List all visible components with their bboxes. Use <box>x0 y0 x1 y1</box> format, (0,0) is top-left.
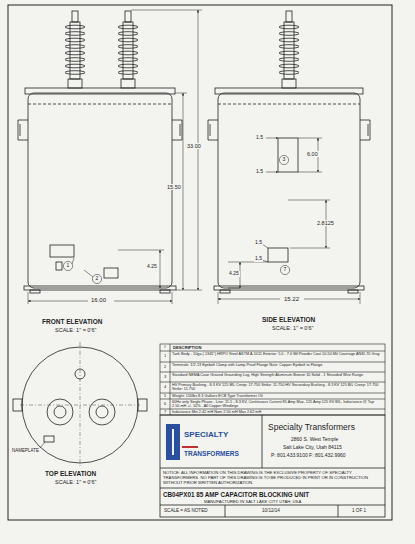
title-block <box>160 415 385 517</box>
title-block-text: TRANSFORMERS <box>184 450 239 457</box>
table-cell: 5 <box>164 394 166 399</box>
dimension-text: 1.5 <box>254 240 263 246</box>
bushing-shed <box>118 58 138 62</box>
dimension-text: 1.5 <box>255 169 264 175</box>
title-block-text: Salt Lake City, Utah 84115 <box>283 445 342 451</box>
table-cell: Terminals: 1/2-13 Eyebolt Clamp with Lam… <box>172 363 382 367</box>
bushing-shed <box>279 58 299 62</box>
front-dimensions <box>28 10 202 304</box>
bushing-shed <box>279 71 299 75</box>
table-cell: Inductance Min 2.42 mH Nom 2.50 mH Max 2… <box>172 410 382 414</box>
callout-number: 1 <box>67 263 70 269</box>
bushing-shed <box>118 64 138 68</box>
title-block-text: 10/12/14 <box>262 508 280 513</box>
table-cell: HV Primary Bushing - 8.3 KV 125 BIL Cree… <box>172 383 382 392</box>
front-tank <box>18 88 182 293</box>
label-text: SCALE: 1" = 0'6" <box>55 327 97 333</box>
bushing-shed <box>65 32 85 36</box>
table-cell: 7 <box>164 410 166 415</box>
title-block-text: P: 801.433.9100 F: 801.432.9960 <box>271 453 346 459</box>
dimension-text: 33.00 <box>186 143 202 149</box>
bushing-shed <box>279 25 299 29</box>
table-cell: 1 <box>164 354 166 359</box>
title-block-text: SCALE = AS NOTED <box>164 508 208 513</box>
bushing-shed <box>279 64 299 68</box>
bushing-shed <box>65 64 85 68</box>
bushing-shed <box>118 38 138 42</box>
callout-number: 7 <box>284 267 287 273</box>
dimension-text: 1.5 <box>255 135 264 141</box>
dimension-text: 2.8125 <box>316 220 335 226</box>
dimension-text: 4.25 <box>228 271 240 277</box>
table-cell: Tank Body - 10ga (.1345") HRPO Steel AST… <box>172 352 382 356</box>
label-text: NAMEPLATE <box>12 448 39 453</box>
table-cell: Standard NEMA Case Ground Grounding Lug,… <box>172 373 382 377</box>
dimension-text: 15.22 <box>283 296 300 303</box>
label-text: SIDE ELEVATION <box>262 316 315 323</box>
bushing-shed <box>65 51 85 55</box>
bushing-shed <box>65 38 85 42</box>
label-text: SCALE: 1" = 0'6" <box>55 479 97 485</box>
title-block-text: MANUFACTURED IN SALT LAKE CITY UTAH, USA <box>204 500 301 505</box>
bushing-shed <box>65 45 85 49</box>
bushing-shed <box>279 51 299 55</box>
table-cell: 3 <box>164 375 166 380</box>
dimension-text: 6.00 <box>306 151 319 157</box>
table-cell: 60Hz only Single Phase - Line: 11.5 - 8.… <box>172 400 382 409</box>
dimension-text: 1.5 <box>254 256 263 262</box>
bushing-shed <box>279 32 299 36</box>
bushing-shed <box>118 71 138 75</box>
dimension-text: 4.25 <box>146 264 158 270</box>
bushing-shed <box>65 71 85 75</box>
title-block-text: Specialty Transformers <box>268 423 355 433</box>
side-dimensions <box>218 138 360 304</box>
table-cell: 4 <box>164 385 166 390</box>
bushing-shed <box>279 38 299 42</box>
label-text: DESCRIPTION <box>173 346 202 351</box>
bushing-shed <box>118 25 138 29</box>
title-block-text: 1 OF 1 <box>352 508 366 513</box>
callout-number: 2 <box>96 276 99 282</box>
bushing-shed <box>118 51 138 55</box>
label-text: TOP ELEVATION <box>45 470 96 477</box>
title-block-text: SPECIALTY <box>184 430 228 439</box>
label-text: FRONT ELEVATION <box>42 318 102 325</box>
top-view <box>13 342 147 468</box>
description-table <box>160 344 385 415</box>
table-cell: 2 <box>164 365 166 370</box>
table-cell: 6 <box>164 402 166 407</box>
table-cell: # <box>164 345 166 350</box>
bushing-shed <box>279 45 299 49</box>
bushing-shed <box>65 58 85 62</box>
table-cell: Weight: 150lbs 8.3 Gallons ECB Type Tran… <box>172 394 382 398</box>
dimension-text: 16.00 <box>90 297 107 304</box>
front-bushings <box>68 11 135 88</box>
bushing-shed <box>118 45 138 49</box>
bushing-shed <box>118 32 138 36</box>
title-block-text: CB04PX01 85 AMP CAPACITOR BLOCKING UNIT <box>163 491 309 498</box>
title-block-text: 2860 S. West Temple <box>291 437 338 443</box>
callout-number: 3 <box>283 157 286 163</box>
bushing-shed <box>65 25 85 29</box>
label-text: SCALE: 1" = 0'6" <box>272 325 314 331</box>
side-tank <box>208 11 370 293</box>
sheet-border <box>8 5 392 520</box>
dimension-text: 15.50 <box>166 184 182 190</box>
notice-text: NOTICE: ALL INFORMATION ON THIS DRAWING … <box>163 471 382 485</box>
